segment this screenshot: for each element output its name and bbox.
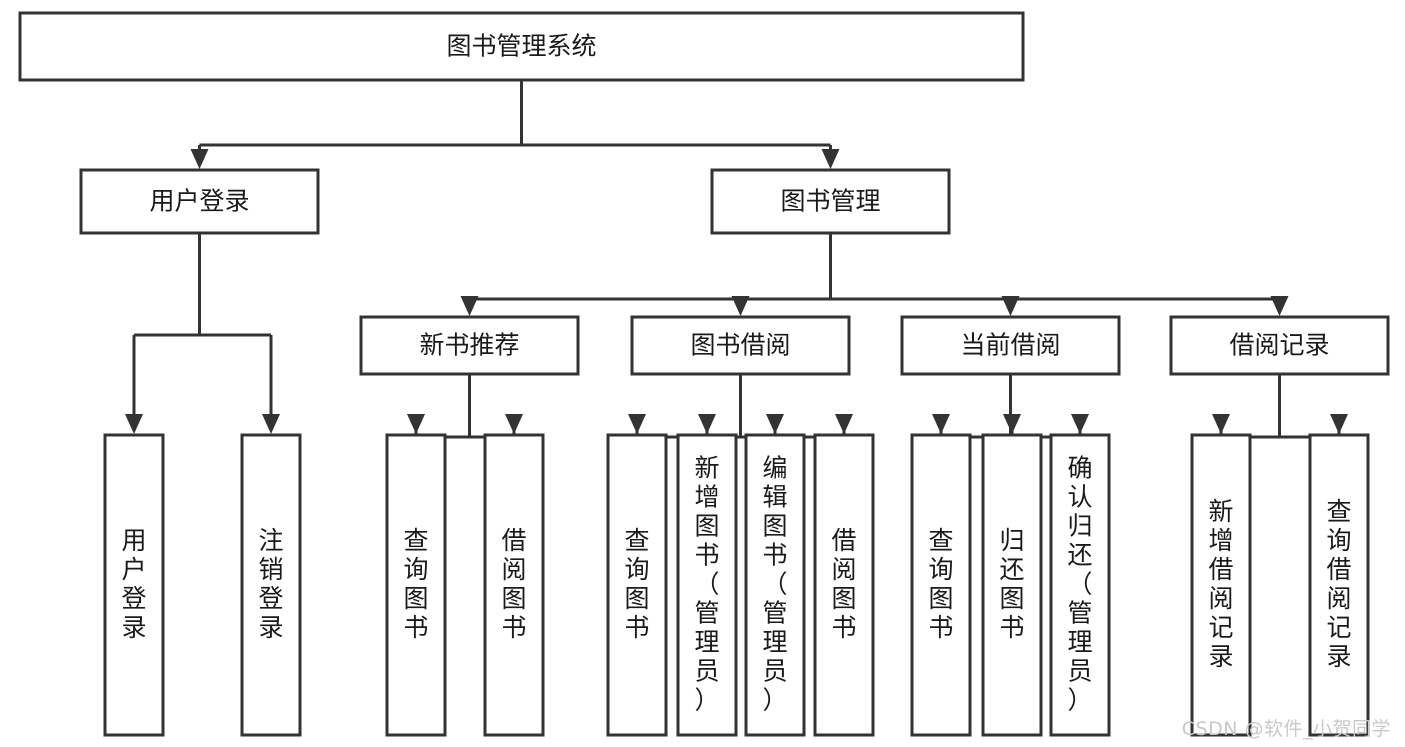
- arrow-head-icon: [835, 414, 853, 434]
- leaf-node-6[interactable]: 新增图书（管理员）: [676, 433, 738, 737]
- leaf-node-13[interactable]: 查询借阅记录: [1308, 433, 1370, 737]
- arrow-head-icon: [460, 296, 479, 316]
- leaf-node-2-box[interactable]: [240, 433, 302, 737]
- arrow-head-icon: [1212, 414, 1230, 434]
- level2-node-1-label: 用户登录: [149, 187, 249, 216]
- leaf-node-3-box[interactable]: [385, 433, 447, 737]
- leaf-node-8-label: 借阅图书: [831, 526, 856, 642]
- arrow-head-icon: [932, 414, 950, 434]
- leaf-node-3[interactable]: 查询图书: [385, 433, 447, 737]
- leaf-node-5-box[interactable]: [606, 433, 668, 737]
- leaf-node-9-box[interactable]: [910, 433, 972, 737]
- leaf-node-12-box[interactable]: [1190, 433, 1252, 737]
- level2-node-1[interactable]: 用户登录: [79, 168, 320, 235]
- level2-node-2-label: 图书管理: [780, 187, 880, 216]
- nodes-layer: 图书管理系统用户登录图书管理新书推荐图书借阅当前借阅借阅记录用户登录注销登录查询…: [18, 11, 1390, 737]
- level3-node-3-label: 当前借阅: [960, 331, 1060, 360]
- arrow-head-icon: [628, 414, 646, 434]
- leaf-node-7[interactable]: 编辑图书（管理员）: [744, 433, 806, 737]
- arrow-head-icon: [190, 149, 209, 169]
- level3-node-2-box[interactable]: [630, 315, 851, 376]
- leaf-node-2-label: 注销登录: [258, 526, 283, 642]
- leaf-node-7-label: 编辑图书（管理员）: [762, 454, 787, 715]
- level2-node-2-box[interactable]: [710, 168, 951, 235]
- level3-node-3-box[interactable]: [900, 315, 1121, 376]
- arrow-head-icon: [1330, 414, 1348, 434]
- leaf-node-8[interactable]: 借阅图书: [813, 433, 875, 737]
- level3-node-4-box[interactable]: [1169, 315, 1390, 376]
- leaf-node-4[interactable]: 借阅图书: [483, 433, 545, 737]
- leaf-node-5-label: 查询图书: [624, 526, 649, 642]
- arrow-head-icon: [1270, 296, 1289, 316]
- leaf-node-4-label: 借阅图书: [501, 526, 526, 642]
- leaf-node-13-label: 查询借阅记录: [1326, 497, 1351, 671]
- arrow-head-icon: [262, 414, 280, 434]
- arrow-head-icon: [505, 414, 523, 434]
- arrow-head-icon: [125, 414, 143, 434]
- root-node-book-management-system-box[interactable]: [18, 11, 1025, 82]
- leaf-node-11[interactable]: 确认归还（管理员）: [1049, 433, 1111, 737]
- leaf-node-3-label: 查询图书: [403, 526, 428, 642]
- level2-node-1-box[interactable]: [79, 168, 320, 235]
- leaf-node-8-box[interactable]: [813, 433, 875, 737]
- arrow-head-icon: [731, 296, 750, 316]
- leaf-node-11-label: 确认归还（管理员）: [1067, 454, 1092, 715]
- leaf-node-12-label: 新增借阅记录: [1208, 497, 1233, 671]
- leaf-node-6-box[interactable]: [676, 433, 738, 737]
- leaf-node-5[interactable]: 查询图书: [606, 433, 668, 737]
- arrow-head-icon: [1001, 296, 1020, 316]
- arrow-head-icon: [1071, 414, 1089, 434]
- leaf-node-13-box[interactable]: [1308, 433, 1370, 737]
- leaf-node-1-box[interactable]: [103, 433, 165, 737]
- arrow-head-icon: [1003, 414, 1021, 434]
- arrow-head-icon: [407, 414, 425, 434]
- level2-node-2[interactable]: 图书管理: [710, 168, 951, 235]
- leaf-node-2[interactable]: 注销登录: [240, 433, 302, 737]
- level3-node-2-label: 图书借阅: [690, 331, 790, 360]
- leaf-node-9-label: 查询图书: [928, 526, 953, 642]
- leaf-node-9[interactable]: 查询图书: [910, 433, 972, 737]
- level3-node-1[interactable]: 新书推荐: [359, 315, 580, 376]
- level3-node-4-label: 借阅记录: [1229, 331, 1329, 360]
- root-node-book-management-system-label: 图书管理系统: [446, 32, 596, 61]
- level3-node-4[interactable]: 借阅记录: [1169, 315, 1390, 376]
- leaf-node-10-box[interactable]: [981, 433, 1043, 737]
- leaf-node-12[interactable]: 新增借阅记录: [1190, 433, 1252, 737]
- leaf-node-1[interactable]: 用户登录: [103, 433, 165, 737]
- arrow-head-icon: [821, 149, 840, 169]
- leaf-node-10[interactable]: 归还图书: [981, 433, 1043, 737]
- leaf-node-10-label: 归还图书: [999, 526, 1024, 642]
- leaf-node-1-label: 用户登录: [121, 526, 146, 642]
- arrow-head-icon: [698, 414, 716, 434]
- leaf-node-4-box[interactable]: [483, 433, 545, 737]
- root-node-book-management-system[interactable]: 图书管理系统: [18, 11, 1025, 82]
- level3-node-3[interactable]: 当前借阅: [900, 315, 1121, 376]
- connectors-layer: [125, 80, 1348, 439]
- arrow-head-icon: [766, 414, 784, 434]
- level3-node-1-box[interactable]: [359, 315, 580, 376]
- leaf-node-6-label: 新增图书（管理员）: [694, 454, 719, 715]
- leaf-node-7-box[interactable]: [744, 433, 806, 737]
- level3-node-1-label: 新书推荐: [419, 331, 519, 360]
- level3-node-2[interactable]: 图书借阅: [630, 315, 851, 376]
- leaf-node-11-box[interactable]: [1049, 433, 1111, 737]
